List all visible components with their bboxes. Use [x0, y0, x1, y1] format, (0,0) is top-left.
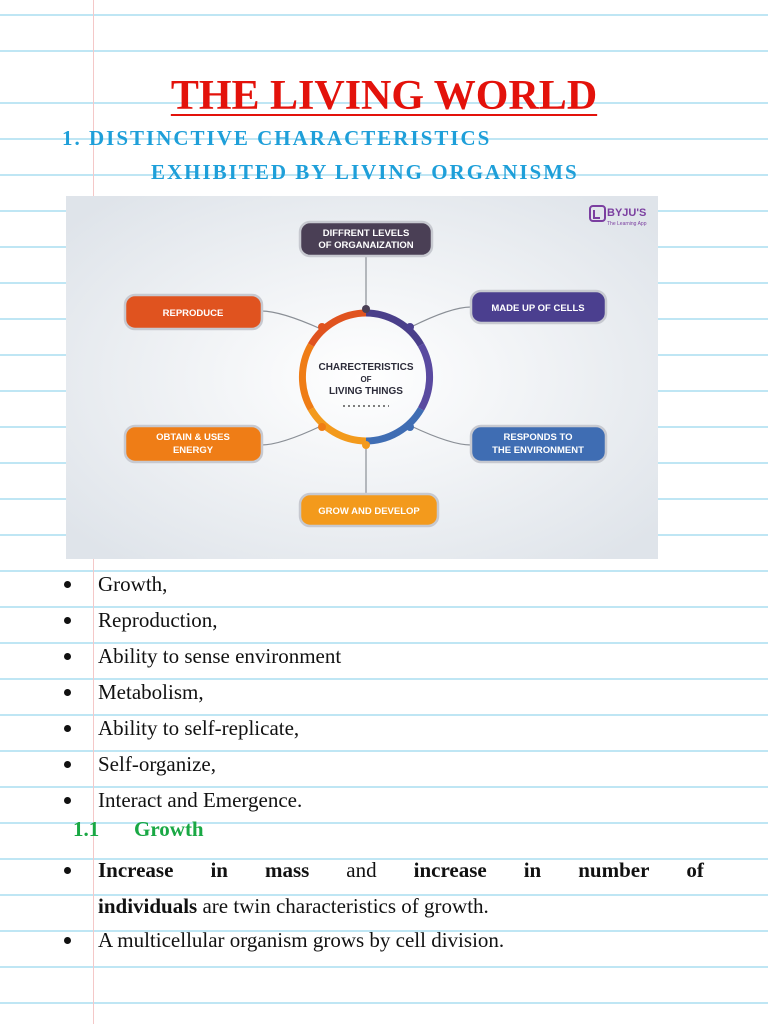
- list-item: Ability to self-replicate,: [58, 710, 341, 746]
- node-made-up-of-cells: MADE UP OF CELLS: [469, 289, 608, 325]
- node-cells-line1: MADE UP OF CELLS: [491, 303, 584, 314]
- word: increase: [413, 858, 487, 882]
- page-title: THE LIVING WORLD: [170, 73, 598, 119]
- subsection-title: Growth: [134, 817, 204, 841]
- byjus-logo-icon: [589, 205, 606, 222]
- bullet-dot: [64, 867, 71, 874]
- growth-point-2: A multicellular organism grows by cell d…: [58, 922, 704, 958]
- section-heading-line1: 1. DISTINCTIVE CHARACTERISTICS: [62, 126, 492, 150]
- node-responds-line2: THE ENVIRONMENT: [492, 445, 584, 456]
- word: in: [523, 858, 542, 882]
- growth-point-1-line2: individuals are twin characteristics of …: [98, 888, 704, 924]
- bullet-dot: [64, 937, 71, 944]
- center-label-line1: CHARECTERISTICS: [318, 362, 413, 373]
- subsection-number: 1.1: [73, 817, 100, 841]
- node-grow-line1: GROW AND DEVELOP: [318, 506, 420, 517]
- center-label-line2: OF: [360, 375, 371, 384]
- node-reproduce-line1: REPRODUCE: [163, 308, 224, 319]
- node-responds-line1: RESPONDS TO: [504, 432, 573, 443]
- node-obtain-uses-energy: OBTAIN & USES ENERGY: [123, 424, 264, 464]
- ring-connector-dots: [318, 305, 414, 449]
- characteristics-list: Growth, Reproduction, Ability to sense e…: [58, 566, 341, 818]
- word: Increase: [98, 858, 174, 882]
- growth-point-1: Increase in mass and increase in number …: [58, 852, 704, 924]
- center-label-line3: LIVING THINGS: [329, 386, 403, 397]
- node-levels-of-organization: DIFFRENT LEVELS OF ORGANAIZATION: [298, 220, 434, 258]
- center-ring: [298, 309, 434, 445]
- byjus-logo-tagline: The Learning App: [607, 221, 647, 227]
- center-label: CHARECTERISTICS OF LIVING THINGS: [318, 362, 414, 407]
- node-responds-to-environment: RESPONDS TO THE ENVIRONMENT: [469, 424, 608, 464]
- growth-point-1-line1: Increase in mass and increase in number …: [98, 852, 704, 888]
- word: and: [346, 858, 377, 882]
- list-item: Ability to sense environment: [58, 638, 341, 674]
- list-item: Self-organize,: [58, 746, 341, 782]
- node-energy-line2: ENERGY: [173, 445, 214, 456]
- growth-point-2-text: A multicellular organism grows by cell d…: [98, 928, 505, 952]
- byjus-logo-mark: [593, 210, 600, 219]
- node-reproduce: REPRODUCE: [123, 293, 264, 331]
- diagram-connectors: [260, 256, 472, 496]
- list-item: Interact and Emergence.: [58, 782, 341, 818]
- growth-point-1-rest: are twin characteristics of growth.: [197, 894, 489, 918]
- section-heading-line2: EXHIBITED BY LIVING ORGANISMS: [151, 160, 579, 184]
- word: of: [686, 858, 704, 882]
- node-grow-and-develop: GROW AND DEVELOP: [298, 492, 440, 528]
- node-levels-line2: OF ORGANAIZATION: [318, 240, 413, 251]
- bold-term: individuals: [98, 894, 198, 918]
- word: number: [578, 858, 650, 882]
- word: mass: [264, 858, 310, 882]
- characteristics-diagram: BYJU'S The Learning App: [66, 196, 658, 559]
- byjus-logo: BYJU'S The Learning App: [589, 205, 647, 227]
- word: in: [210, 858, 228, 882]
- list-item: Metabolism,: [58, 674, 341, 710]
- list-item: Growth,: [58, 566, 341, 602]
- node-energy-line1: OBTAIN & USES: [156, 432, 230, 443]
- byjus-logo-text: BYJU'S: [607, 207, 646, 219]
- list-item: Reproduction,: [58, 602, 341, 638]
- node-levels-line1: DIFFRENT LEVELS: [323, 228, 410, 239]
